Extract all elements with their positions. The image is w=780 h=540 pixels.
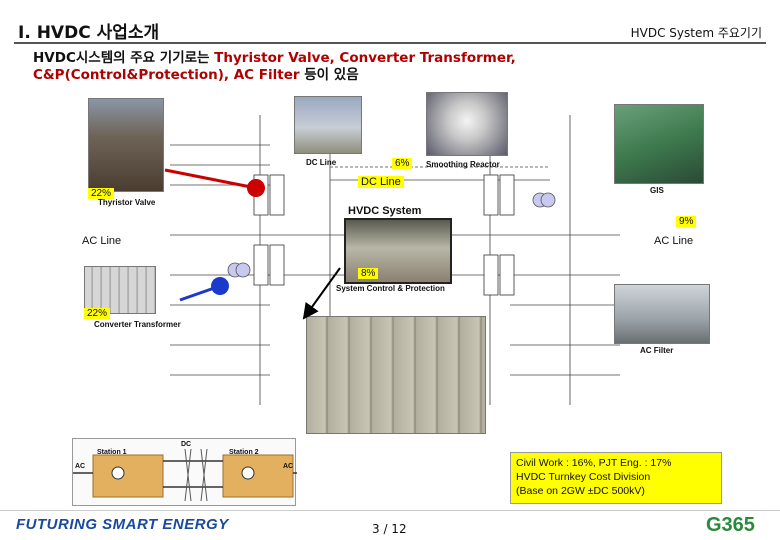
ac-line-right: AC Line — [654, 235, 693, 247]
station-ac-left: AC — [75, 463, 85, 470]
transformer-arrow — [180, 286, 220, 300]
station-diagram: DC Station 1 Station 2 AC AC — [72, 438, 296, 506]
station-ac-right: AC — [283, 463, 293, 470]
smoothing-reactor-share: 6% — [392, 158, 412, 169]
ac-filter-share: 9% — [676, 216, 696, 227]
cost-note: Civil Work : 16%, PJT Eng. : 17% HVDC Tu… — [510, 452, 722, 504]
brand-logo: G365 — [706, 514, 755, 537]
company-logo: FUTURING SMART ENERGY — [16, 516, 229, 533]
thyristor-arrow — [165, 170, 256, 188]
footer-divider — [0, 510, 780, 511]
transformer-share: 22% — [84, 308, 110, 319]
page-number: 3 / 12 — [372, 522, 407, 536]
ac-line-left: AC Line — [82, 235, 121, 247]
station-1-label: Station 1 — [97, 449, 127, 456]
station-2-label: Station 2 — [229, 449, 259, 456]
dc-line-callout: DC Line — [358, 176, 404, 188]
control-share: 8% — [358, 268, 378, 279]
control-arrow — [304, 268, 340, 318]
thyristor-valve-share: 22% — [88, 188, 114, 199]
station-dc-label: DC — [181, 441, 191, 448]
